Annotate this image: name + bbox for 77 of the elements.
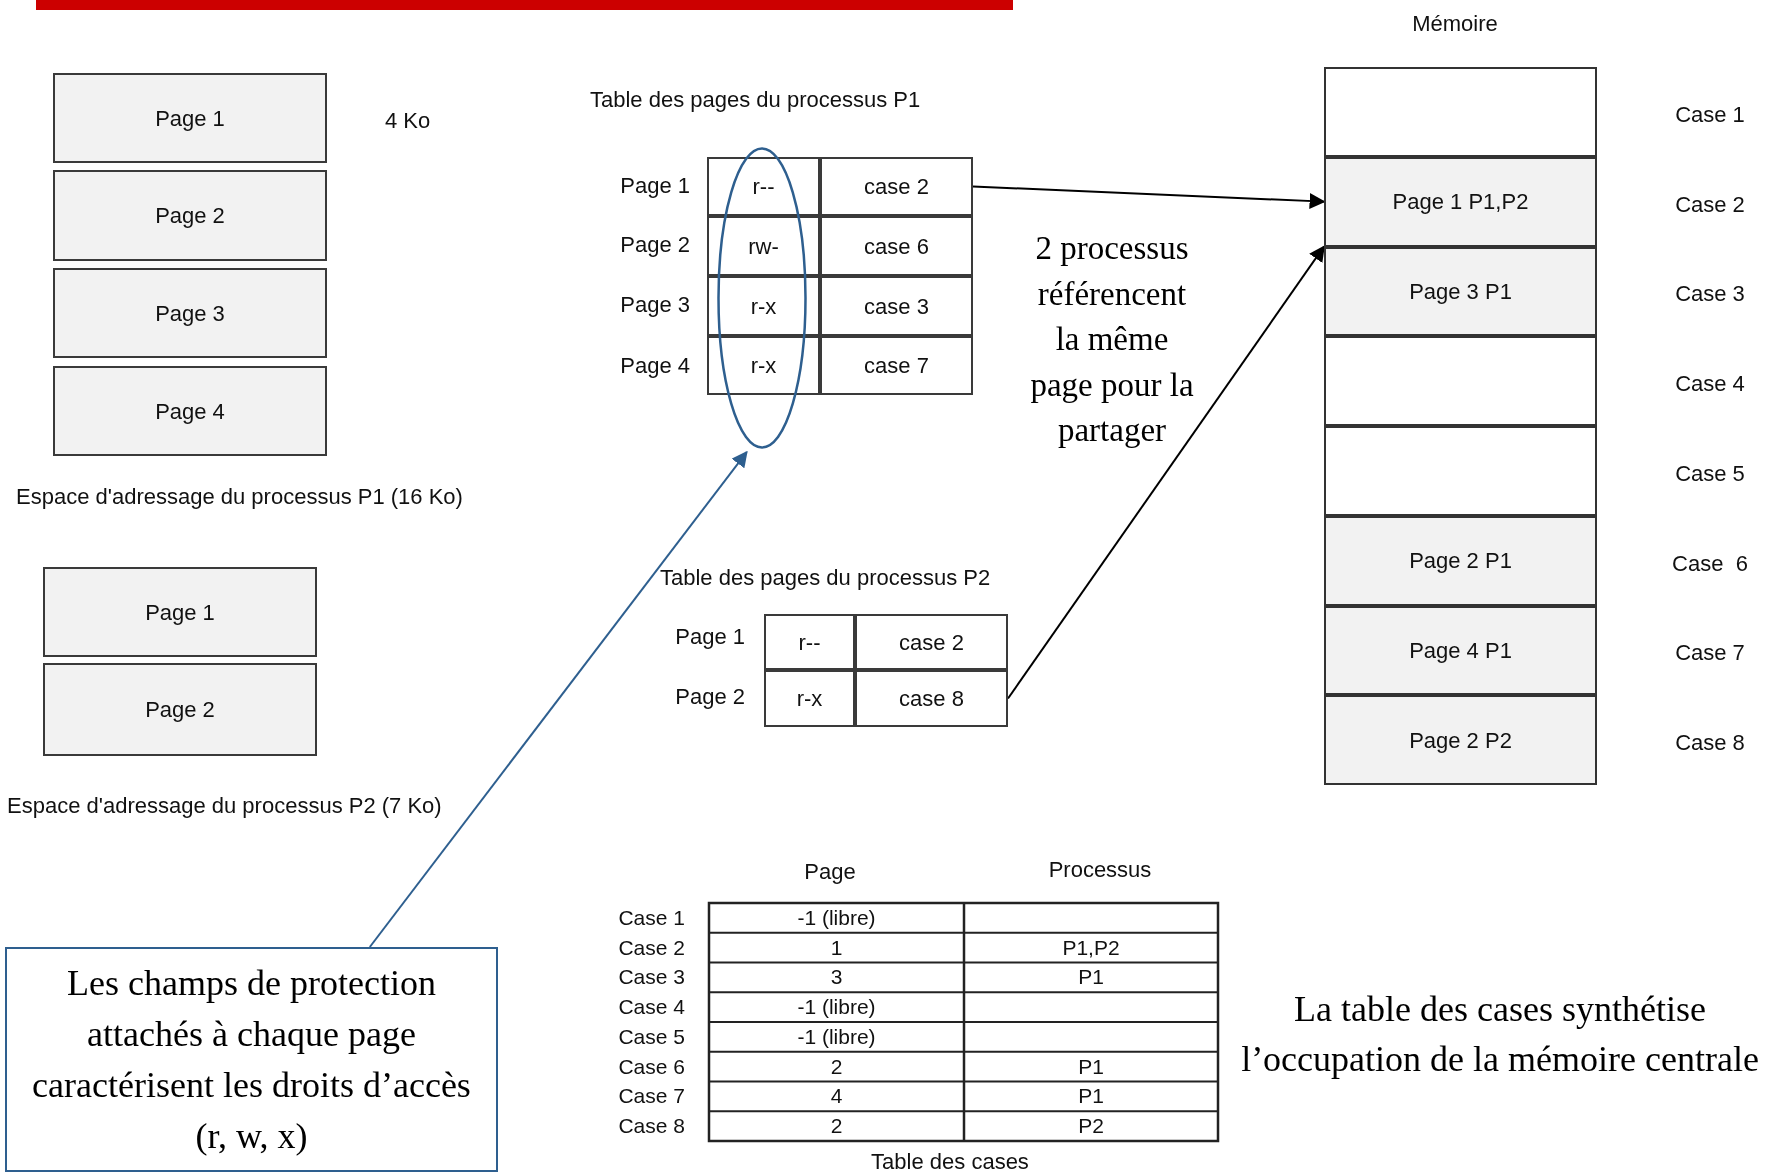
memory-frame: Page 2 P2 xyxy=(1324,695,1597,785)
arrow xyxy=(972,185,1326,209)
table-cell: case 6 xyxy=(820,216,973,276)
row-label: Case 5 xyxy=(617,1024,685,1050)
row-label: Case 7 xyxy=(617,1083,685,1109)
table-cell: r-- xyxy=(764,614,855,670)
table-cell: r-x xyxy=(764,670,855,727)
page-box: Page 1 xyxy=(53,73,327,163)
table-cell-text: 2 xyxy=(829,1054,844,1080)
row-label: Case 3 xyxy=(617,964,685,990)
page-box: Page 2 xyxy=(53,170,327,261)
table-cell-text: 4 xyxy=(829,1083,844,1109)
table-cell-text: -1 (libre) xyxy=(796,1024,877,1050)
table-cell-text: 1 xyxy=(829,935,844,961)
summary-text: La table des cases synthétise l’occupation de la mémoire centrale xyxy=(1240,988,1760,1081)
row-label: Page 4 xyxy=(619,352,690,380)
row-label: Page 1 xyxy=(619,172,690,200)
table-cell-text: P2 xyxy=(1077,1113,1105,1139)
column-header: Page xyxy=(803,858,857,886)
arrow xyxy=(368,450,748,948)
callout-box: Les champs de protection attachés à chaque page caractérisent les droits d’accès (r, w, x) xyxy=(5,947,498,1172)
table-cell-text: P1 xyxy=(1077,1083,1105,1109)
table-cell: case 7 xyxy=(820,336,973,395)
row-label: Case 2 xyxy=(1674,190,1746,219)
row-label: Case 3 xyxy=(1674,280,1746,309)
memory-frame xyxy=(1324,67,1597,157)
page-box: Page 1 xyxy=(43,567,317,657)
table-cell-text: -1 (libre) xyxy=(796,905,877,931)
row-label: Page 2 xyxy=(674,683,745,711)
table-cell-text: P1 xyxy=(1077,1054,1105,1080)
memory-frame: Page 4 P1 xyxy=(1324,605,1597,696)
table-cell: r-x xyxy=(707,276,820,336)
table-title: Table des pages du processus P2 xyxy=(660,564,992,592)
table-cell: r-x xyxy=(707,336,820,395)
table-cell: rw- xyxy=(707,216,820,276)
memory-frame xyxy=(1324,336,1597,426)
arrow xyxy=(1007,245,1325,700)
row-label: Page 1 xyxy=(674,623,745,651)
row-label: Case 4 xyxy=(1674,370,1746,399)
memory-frame: Page 2 P1 xyxy=(1324,515,1597,606)
row-label: Case 4 xyxy=(617,994,685,1020)
address-space-caption: Espace d'adressage du processus P1 (16 Ko) xyxy=(16,483,464,511)
table-cell-text: P1,P2 xyxy=(1061,935,1121,961)
table-title: Table des pages du processus P1 xyxy=(590,86,922,114)
row-label: Case 6 xyxy=(1671,549,1749,578)
table-cell-text: P1 xyxy=(1077,964,1105,990)
column-header: Processus xyxy=(1047,856,1153,884)
table-cell: case 2 xyxy=(820,157,973,216)
page-box: Page 3 xyxy=(53,268,327,358)
table-caption: Table des cases xyxy=(870,1148,1030,1175)
table-cell-text: 2 xyxy=(829,1113,844,1139)
memory-frame xyxy=(1324,426,1597,516)
row-label: Case 6 xyxy=(617,1054,685,1080)
table-cell-text: 3 xyxy=(829,964,844,990)
row-label: Case 7 xyxy=(1674,639,1746,668)
row-label: Case 1 xyxy=(1674,100,1746,129)
row-label: Case 1 xyxy=(617,905,685,931)
note-text: 2 processus référencent la même page pour la partager xyxy=(1029,229,1195,451)
row-label: Case 8 xyxy=(1674,729,1746,758)
page-box: Page 4 xyxy=(53,366,327,456)
table-cell: case 8 xyxy=(855,670,1008,727)
size-label: 4 Ko xyxy=(385,107,432,135)
address-space-caption: Espace d'adressage du processus P2 (7 Ko) xyxy=(7,792,443,820)
table-cell: case 2 xyxy=(855,614,1008,670)
row-label: Case 2 xyxy=(617,935,685,961)
row-label: Page 2 xyxy=(619,231,690,259)
page-box: Page 2 xyxy=(43,663,317,756)
table-cell: r-- xyxy=(707,157,820,216)
highlight-ellipse xyxy=(717,147,807,449)
memory-frame: Page 1 P1,P2 xyxy=(1324,156,1597,247)
table-cell: case 3 xyxy=(820,276,973,336)
row-label: Case 5 xyxy=(1674,459,1746,488)
memory-frame: Page 3 P1 xyxy=(1324,246,1597,337)
table-cell-text: -1 (libre) xyxy=(796,994,877,1020)
row-label: Case 8 xyxy=(617,1113,685,1139)
row-label: Page 3 xyxy=(619,291,690,319)
memory-heading: Mémoire xyxy=(1411,10,1499,38)
